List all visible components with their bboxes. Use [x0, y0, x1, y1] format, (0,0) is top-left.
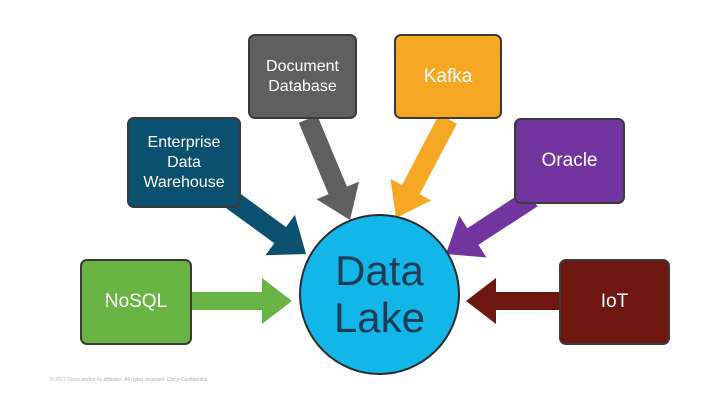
source-document-database: Document Database: [248, 34, 357, 119]
source-oracle-label: Oracle: [541, 150, 598, 172]
source-nosql-label: NoSQL: [104, 291, 168, 313]
arrow-nosql-to-lake: [192, 278, 292, 324]
source-edw-label: Enterprise Data Warehouse: [143, 133, 225, 191]
arrow-edw-to-lake: [226, 191, 306, 256]
arrow-iot-to-lake: [466, 278, 559, 324]
copyright-footer: © 2017 Cisco and/or its affiliates. All …: [50, 377, 208, 383]
source-oracle: Oracle: [514, 118, 625, 204]
source-kafka-label: Kafka: [423, 65, 473, 87]
source-enterprise-data-warehouse: Enterprise Data Warehouse: [127, 117, 241, 208]
source-iot-label: IoT: [600, 291, 629, 313]
source-nosql: NoSQL: [80, 259, 192, 345]
source-docdb-label: Document Database: [266, 57, 339, 95]
arrow-docdb-to-lake: [298, 115, 359, 220]
data-lake-circle: Data Lake: [299, 214, 460, 375]
source-kafka: Kafka: [394, 34, 502, 119]
arrow-kafka-to-lake: [390, 114, 457, 218]
data-lake-label: Data Lake: [333, 247, 426, 341]
arrow-oracle-to-lake: [446, 189, 538, 258]
source-iot: IoT: [559, 259, 670, 345]
